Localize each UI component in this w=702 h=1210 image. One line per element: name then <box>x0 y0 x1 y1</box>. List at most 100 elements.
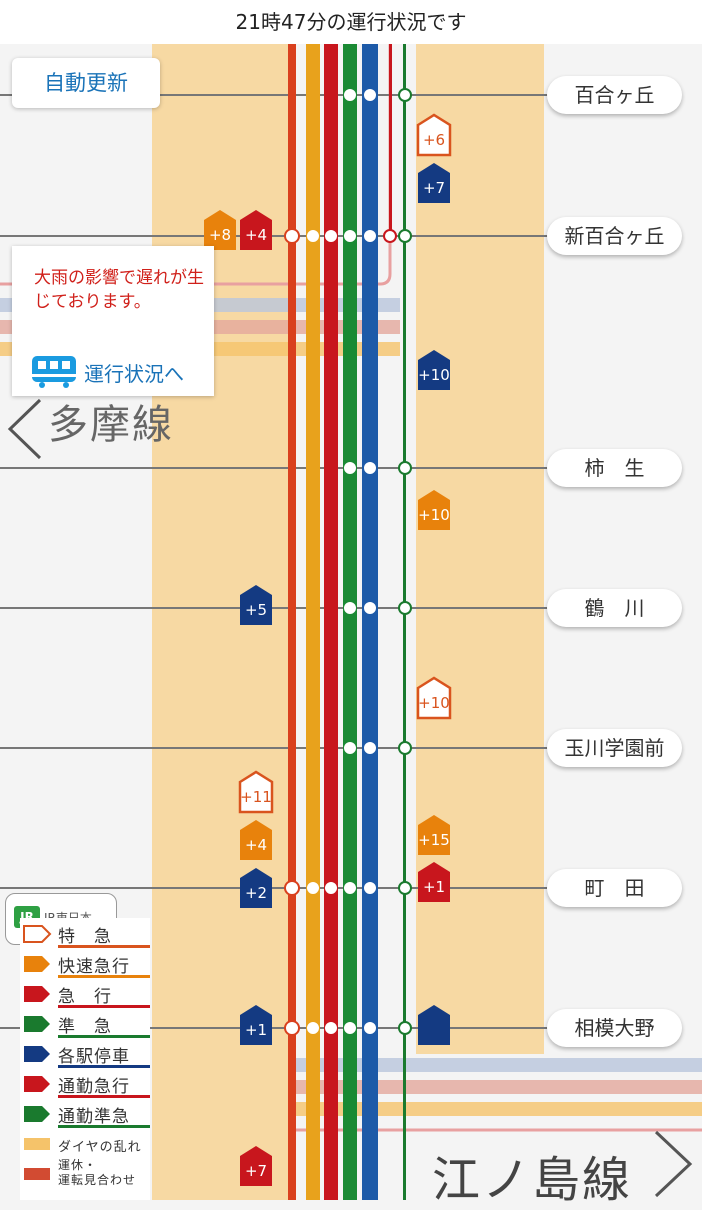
train-delay-label: +7 <box>245 1162 267 1180</box>
stop-dot-local-green <box>398 461 412 475</box>
train-badge[interactable]: +4 <box>240 820 272 860</box>
stop-dot-limited-express <box>284 1020 300 1036</box>
train-badge[interactable] <box>418 1005 450 1045</box>
legend-panel: 特 急快速急行急 行準 急各駅停車通勤急行通勤準急ダイヤの乱れ運休・ 運転見合わ… <box>20 918 150 1200</box>
train-delay-label: +6 <box>423 131 445 149</box>
legend-label: 通勤急行 <box>58 1077 130 1097</box>
auto-update-label: 自動更新 <box>44 71 128 95</box>
train-badge[interactable]: +1 <box>418 862 450 902</box>
train-badge-shape <box>240 1146 272 1186</box>
train-badge[interactable]: +1 <box>240 1005 272 1045</box>
stop-dot-local <box>364 602 376 614</box>
train-delay-label: +2 <box>245 884 267 902</box>
legend-label: ダイヤの乱れ <box>58 1140 142 1155</box>
legend-item: ダイヤの乱れ <box>20 1130 150 1158</box>
train-badge[interactable]: +7 <box>240 1146 272 1186</box>
legend-item: 通勤急行 <box>20 1070 150 1098</box>
stop-dot-local <box>364 230 376 242</box>
legend-underline <box>58 975 150 978</box>
route-map-canvas: +6 +7 +8 +4 +10 +10 +5 +10 +11 +4 +15 +2 +1 +1 +7 <box>0 44 702 1200</box>
train-delay-label: +1 <box>423 878 445 896</box>
station-3[interactable]: 柿 生 <box>547 449 682 487</box>
train-badge[interactable]: +4 <box>240 210 272 250</box>
train-badge-shape <box>416 113 452 157</box>
train-badge[interactable]: +8 <box>204 210 236 250</box>
legend-item: 特 急 <box>20 920 150 948</box>
stop-dot-local <box>364 462 376 474</box>
status-header: 21時47分の運行状況です <box>0 0 702 44</box>
station-5[interactable]: 玉川学園前 <box>547 729 682 767</box>
legend-swatch <box>24 956 50 972</box>
station-2[interactable]: 新百合ヶ丘 <box>547 217 682 255</box>
legend-swatch <box>24 1138 50 1150</box>
stop-dot-local <box>364 89 376 101</box>
train-badge[interactable]: +5 <box>240 585 272 625</box>
train-badge[interactable]: +7 <box>418 163 450 203</box>
train-badge-shape <box>240 1005 272 1045</box>
train-badge-shape <box>418 163 450 203</box>
train-badge[interactable]: +15 <box>418 815 450 855</box>
legend-swatch <box>24 986 50 1002</box>
track-branch-red <box>389 44 392 234</box>
legend-item: 各駅停車 <box>20 1040 150 1068</box>
stop-dot-local-green <box>398 601 412 615</box>
tama-bracket <box>7 398 42 460</box>
train-badge-shape <box>240 210 272 250</box>
train-badge[interactable]: +10 <box>416 676 452 720</box>
train-delay-label: +5 <box>245 601 267 619</box>
stop-dot-local-green <box>398 1021 412 1035</box>
legend-swatch <box>24 1016 50 1032</box>
legend-underline <box>58 1005 150 1008</box>
legend-item: 急 行 <box>20 980 150 1008</box>
stop-dot-branch <box>383 229 397 243</box>
train-badge-shape <box>418 1005 450 1045</box>
legend-swatch <box>23 925 52 943</box>
legend-label: 快速急行 <box>58 957 130 977</box>
station-4[interactable]: 鶴 川 <box>547 589 682 627</box>
legend-underline <box>58 1095 150 1098</box>
stop-dot-limited-express <box>284 228 300 244</box>
status-title: 21時47分の運行状況です <box>235 10 467 34</box>
train-badge[interactable]: +10 <box>418 490 450 530</box>
stop-dot-local-green <box>398 229 412 243</box>
station-7[interactable]: 相模大野 <box>547 1009 682 1047</box>
train-badge[interactable]: +6 <box>416 113 452 157</box>
station-6[interactable]: 町 田 <box>547 869 682 907</box>
legend-item: 運休・ 運転見合わせ <box>20 1158 150 1188</box>
train-delay-label: +4 <box>245 836 267 854</box>
track-local <box>362 44 378 1200</box>
stop-dot-semi-express <box>344 882 356 894</box>
train-delay-label: +11 <box>240 788 272 806</box>
delay-notice: 大雨の影響で遅れが生じております。 運行状況へ <box>12 246 214 396</box>
legend-label: 特 急 <box>58 927 112 947</box>
train-badge[interactable]: +11 <box>238 770 274 814</box>
tama-line-label: 多摩線 <box>48 402 174 448</box>
legend-item: 快速急行 <box>20 950 150 978</box>
train-badge-shape <box>204 210 236 250</box>
stop-dot-local <box>364 742 376 754</box>
legend-label: 運休・ 運転見合わせ <box>58 1158 137 1187</box>
track-rapid-express <box>306 44 320 1200</box>
track-express <box>324 44 338 1200</box>
train-delay-label: +10 <box>418 366 450 384</box>
train-badge[interactable]: +2 <box>240 868 272 908</box>
train-delay-label: +4 <box>245 226 267 244</box>
enoshima-band-blue <box>296 1058 702 1072</box>
train-badge-shape <box>240 585 272 625</box>
status-link[interactable]: 運行状況へ <box>84 362 184 386</box>
delay-notice-text: 大雨の影響で遅れが生じております。 <box>34 268 204 312</box>
auto-update-button[interactable]: 自動更新 <box>12 58 160 108</box>
route-map[interactable]: +6 +7 +8 +4 +10 +10 +5 +10 +11 +4 +15 +2 +1 +1 +7 <box>0 44 702 1200</box>
train-badge-shape <box>418 862 450 902</box>
stop-dot-local <box>364 882 376 894</box>
stop-dot-rapid-express <box>307 230 319 242</box>
station-1[interactable]: 百合ヶ丘 <box>547 76 682 114</box>
stop-dot-semi-express <box>344 602 356 614</box>
legend-swatch <box>24 1046 50 1062</box>
train-badge[interactable]: +10 <box>418 350 450 390</box>
track-limited-express <box>288 44 296 1200</box>
stop-dot-express <box>325 882 337 894</box>
legend-label: 各駅停車 <box>58 1047 130 1067</box>
stop-dot-semi-express <box>344 230 356 242</box>
legend-underline <box>58 1035 150 1038</box>
